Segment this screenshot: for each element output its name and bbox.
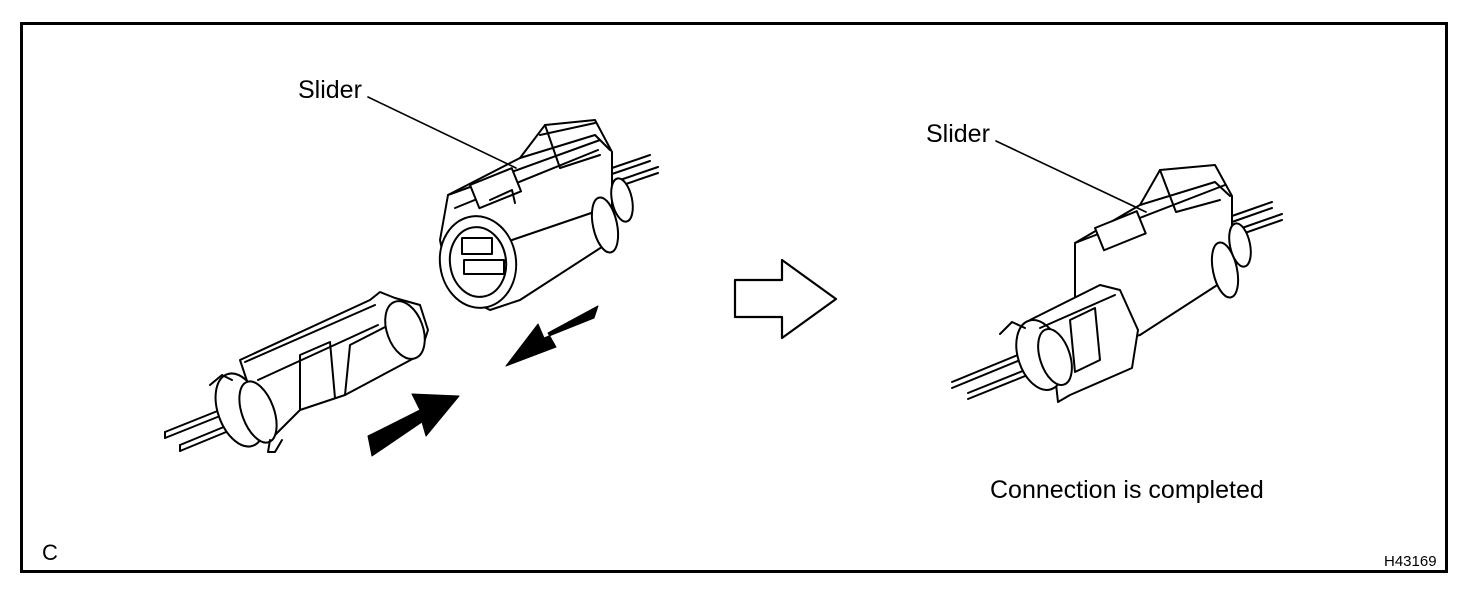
female-connector-left	[164, 291, 429, 453]
connection-caption: Connection is completed	[990, 476, 1264, 504]
solid-arrow-down-left-icon	[505, 305, 599, 367]
solid-arrow-up-right-icon	[367, 393, 460, 457]
push-arrows	[367, 305, 599, 457]
slider-leader-left	[367, 96, 517, 169]
figure-frame	[20, 22, 1448, 573]
hollow-right-arrow-icon	[733, 258, 838, 340]
connected-assembly	[951, 164, 1283, 403]
corner-letter: C	[42, 540, 58, 565]
slider-leader-right	[995, 140, 1147, 213]
slider-label-right: Slider	[926, 120, 990, 148]
male-connector-left	[438, 119, 659, 311]
figure-code: H43169	[1384, 553, 1437, 570]
slider-label-left: Slider	[298, 76, 362, 104]
